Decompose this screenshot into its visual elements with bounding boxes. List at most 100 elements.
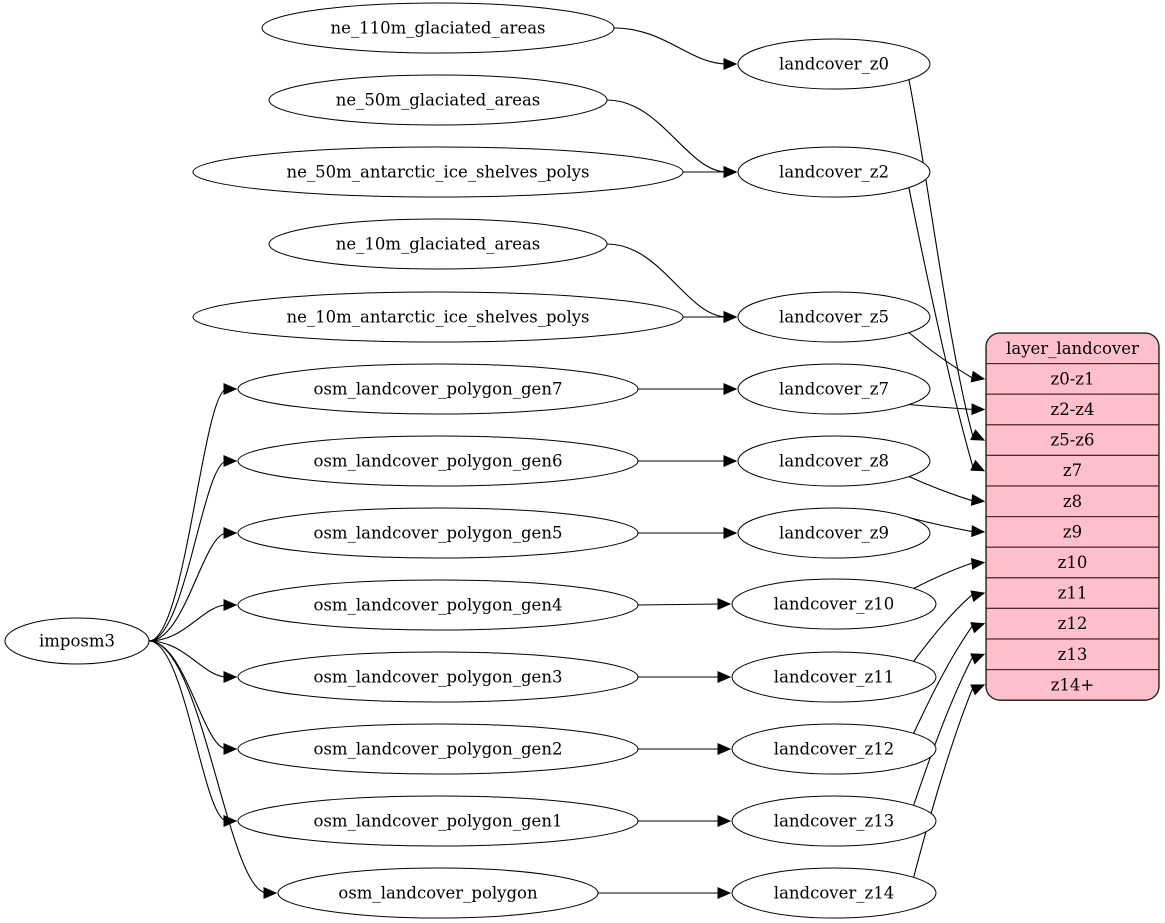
edge-landcover_z0-to-z5-z6 (908, 79, 975, 441)
node-landcover_z10[interactable]: landcover_z10 (731, 578, 937, 630)
table-row-label: z5-z6 (1051, 431, 1095, 450)
node-ne_110m_glaciated_areas[interactable]: ne_110m_glaciated_areas (261, 2, 615, 54)
edge-imposm3-to-osm_landcover_polygon_gen1 (148, 640, 228, 822)
node-osm_landcover_polygon_gen3[interactable]: osm_landcover_polygon_gen3 (237, 651, 639, 703)
node-ne_10m_antarctic_ice_shelves_polys[interactable]: ne_10m_antarctic_ice_shelves_polys (192, 291, 684, 343)
node-landcover_z7[interactable]: landcover_z7 (737, 363, 931, 415)
node-label: imposm3 (39, 632, 115, 651)
edge-arrowhead (717, 887, 732, 899)
node-label: ne_10m_glaciated_areas (336, 235, 541, 254)
edge-arrowhead (223, 599, 238, 611)
node-shape-ellipse (237, 435, 639, 487)
node-label: osm_landcover_polygon_gen2 (314, 740, 563, 759)
node-osm_landcover_polygon_gen1[interactable]: osm_landcover_polygon_gen1 (237, 795, 639, 847)
node-osm_landcover_polygon_gen5[interactable]: osm_landcover_polygon_gen5 (237, 507, 639, 559)
table-row-label: z8 (1063, 492, 1082, 511)
node-shape-ellipse (237, 795, 639, 847)
edge-osm_landcover_polygon_gen4-to-landcover_z10 (637, 603, 722, 606)
edge-landcover_z2-to-z7 (908, 187, 975, 471)
edge-arrowhead (723, 311, 738, 323)
table-row-z0-z1[interactable] (986, 363, 1159, 395)
node-label: osm_landcover_polygon_gen3 (314, 668, 563, 687)
table-row-label: z10 (1058, 553, 1088, 572)
edge-arrowhead (970, 370, 986, 383)
node-shape-ellipse (737, 291, 931, 343)
node-shape-ellipse (737, 363, 931, 415)
node-shape-ellipse (192, 146, 684, 198)
node-landcover_z11[interactable]: landcover_z11 (731, 651, 937, 703)
edge-arrowhead (723, 455, 738, 467)
node-osm_landcover_polygon[interactable]: osm_landcover_polygon (277, 867, 599, 919)
table-row-z5-z6[interactable] (986, 424, 1159, 456)
node-osm_landcover_polygon_gen7[interactable]: osm_landcover_polygon_gen7 (237, 363, 639, 415)
edge-imposm3-to-osm_landcover_polygon_gen3 (148, 640, 228, 678)
table-header-cell (986, 333, 1159, 365)
node-shape-ellipse (268, 74, 608, 126)
table-row-z14+[interactable] (986, 668, 1159, 701)
edge-arrowhead (970, 653, 986, 665)
edge-imposm3-to-osm_landcover_polygon_gen2 (148, 640, 228, 750)
edge-landcover_z10-to-z10 (913, 561, 975, 589)
node-shape-ellipse (731, 578, 937, 630)
node-shape-ellipse (731, 795, 937, 847)
node-landcover_z8[interactable]: landcover_z8 (737, 435, 931, 487)
node-landcover_z14[interactable]: landcover_z14 (731, 867, 937, 919)
node-label: landcover_z11 (774, 668, 894, 687)
node-landcover_z13[interactable]: landcover_z13 (731, 795, 937, 847)
table-row-label: z13 (1058, 645, 1088, 664)
node-landcover_z5[interactable]: landcover_z5 (737, 291, 931, 343)
node-landcover_z2[interactable]: landcover_z2 (737, 146, 931, 198)
node-shape-ellipse (737, 507, 931, 559)
node-label: osm_landcover_polygon (338, 884, 538, 903)
node-osm_landcover_polygon_gen4[interactable]: osm_landcover_polygon_gen4 (237, 579, 639, 631)
table-row-z10[interactable] (986, 546, 1159, 579)
edge-arrowhead (723, 58, 738, 70)
table-row-z8[interactable] (986, 485, 1159, 518)
node-shape-ellipse (277, 867, 599, 919)
layer-landcover-table: layer_landcoverz0-z1z2-z4z5-z6z7z8z9z10z… (985, 332, 1160, 701)
edge-arrowhead (223, 527, 238, 539)
node-label: landcover_z2 (779, 163, 889, 182)
node-ne_10m_glaciated_areas[interactable]: ne_10m_glaciated_areas (268, 218, 608, 270)
node-shape-ellipse (731, 867, 937, 919)
node-shape-ellipse (237, 651, 639, 703)
table-row-z12[interactable] (986, 607, 1159, 640)
edge-arrowhead (223, 455, 238, 467)
node-label: osm_landcover_polygon_gen1 (314, 812, 563, 831)
table-cells: layer_landcoverz0-z1z2-z4z5-z6z7z8z9z10z… (986, 333, 1159, 701)
node-ne_50m_glaciated_areas[interactable]: ne_50m_glaciated_areas (268, 74, 608, 126)
table-row-z13[interactable] (986, 638, 1159, 671)
table-row-label: z12 (1058, 614, 1088, 633)
node-shape-ellipse (261, 2, 615, 54)
edge-imposm3-to-osm_landcover_polygon_gen6 (148, 460, 228, 642)
node-label: landcover_z14 (774, 884, 894, 903)
node-shape-ellipse (737, 146, 931, 198)
edge-ne_10m_glaciated_areas-to-landcover_z5 (606, 243, 728, 318)
edge-arrowhead (970, 557, 986, 570)
node-label: ne_110m_glaciated_areas (330, 19, 545, 38)
table-row-label: z0-z1 (1051, 369, 1095, 388)
node-landcover_z9[interactable]: landcover_z9 (737, 507, 931, 559)
node-osm_landcover_polygon_gen2[interactable]: osm_landcover_polygon_gen2 (237, 723, 639, 775)
edge-landcover_z12-to-z12 (913, 623, 975, 734)
edge-ne_50m_glaciated_areas-to-landcover_z2 (606, 99, 728, 173)
node-shape-ellipse (4, 617, 150, 665)
node-label: ne_10m_antarctic_ice_shelves_polys (286, 308, 589, 327)
node-label: ne_50m_glaciated_areas (336, 91, 541, 110)
table-row-label: z9 (1063, 522, 1082, 541)
table-row-label: z14+ (1051, 675, 1095, 694)
node-ne_50m_antarctic_ice_shelves_polys[interactable]: ne_50m_antarctic_ice_shelves_polys (192, 146, 684, 198)
node-imposm3[interactable]: imposm3 (4, 617, 150, 665)
node-landcover_z0[interactable]: landcover_z0 (737, 38, 931, 90)
edge-arrowhead (723, 166, 738, 178)
edge-imposm3-to-osm_landcover_polygon_gen4 (148, 604, 228, 642)
node-label: ne_50m_antarctic_ice_shelves_polys (286, 163, 589, 182)
node-shape-ellipse (237, 723, 639, 775)
edge-arrowhead (717, 671, 732, 683)
node-shape-ellipse (237, 579, 639, 631)
node-osm_landcover_polygon_gen6[interactable]: osm_landcover_polygon_gen6 (237, 435, 639, 487)
node-label: landcover_z13 (774, 812, 894, 831)
table-row-z9[interactable] (986, 515, 1159, 548)
node-landcover_z12[interactable]: landcover_z12 (731, 723, 937, 775)
